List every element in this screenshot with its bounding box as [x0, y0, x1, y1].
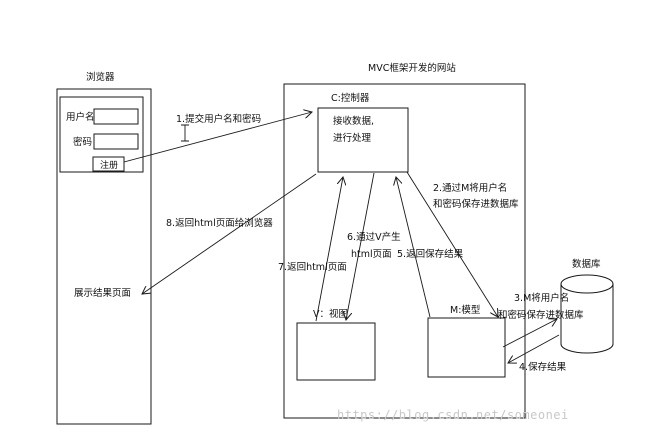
- arrow-step-7: [315, 177, 343, 322]
- step-6-label-1: 6.通过V产生: [347, 231, 401, 243]
- step-4-label: 4.保存结果: [519, 361, 567, 373]
- controller-label: C:控制器: [331, 92, 370, 104]
- arrow-step-2: [406, 171, 498, 317]
- website-title: MVC框架开发的网站: [368, 62, 456, 74]
- password-input[interactable]: [93, 133, 139, 150]
- register-button-label: 注册: [100, 159, 118, 171]
- model-label: M:模型: [450, 304, 481, 316]
- step-3-label-2: 和密码保存进数据库: [498, 309, 584, 321]
- arrow-step-8: [142, 173, 317, 294]
- password-label: 密码: [73, 136, 92, 148]
- arrow-step-4: [508, 334, 560, 363]
- arrow-step-1: [123, 112, 312, 163]
- controller-box: [317, 107, 409, 173]
- browser-title: 浏览器: [86, 71, 115, 83]
- controller-text-1: 接收数据,: [333, 115, 374, 127]
- register-button[interactable]: [92, 156, 125, 172]
- view-box: [296, 322, 376, 381]
- step-3-label-1: 3.M将用户名: [514, 292, 569, 304]
- result-page-label: 展示结果页面: [74, 287, 131, 299]
- arrow-step-5: [396, 177, 431, 318]
- arrow-step-6: [346, 172, 375, 320]
- view-label: V：视图: [313, 308, 348, 320]
- model-box: [427, 317, 506, 378]
- step-8-label: 8.返回html页面给浏览器: [166, 217, 273, 229]
- step-5-label: 5.返回保存结果: [397, 248, 464, 260]
- username-input[interactable]: [93, 108, 139, 125]
- controller-text-2: 进行处理: [333, 132, 372, 144]
- step-7-label: 7.返回html页面: [278, 261, 347, 273]
- username-label: 用户名: [66, 111, 95, 123]
- step-2-label-2: 和密码保存进数据库: [433, 198, 519, 210]
- step-6-label-2: html页面: [351, 249, 392, 260]
- database-label: 数据库: [572, 258, 601, 270]
- database-cylinder-icon: [560, 274, 614, 354]
- step-1-label: 1.提交用户名和密码: [176, 113, 261, 125]
- text-cursor-icon: [181, 124, 189, 142]
- arrow-step-3: [502, 319, 557, 348]
- watermark: https://blog.csdn.net/someonei: [337, 408, 569, 422]
- step-2-label-1: 2.通过M将用户名: [433, 182, 507, 194]
